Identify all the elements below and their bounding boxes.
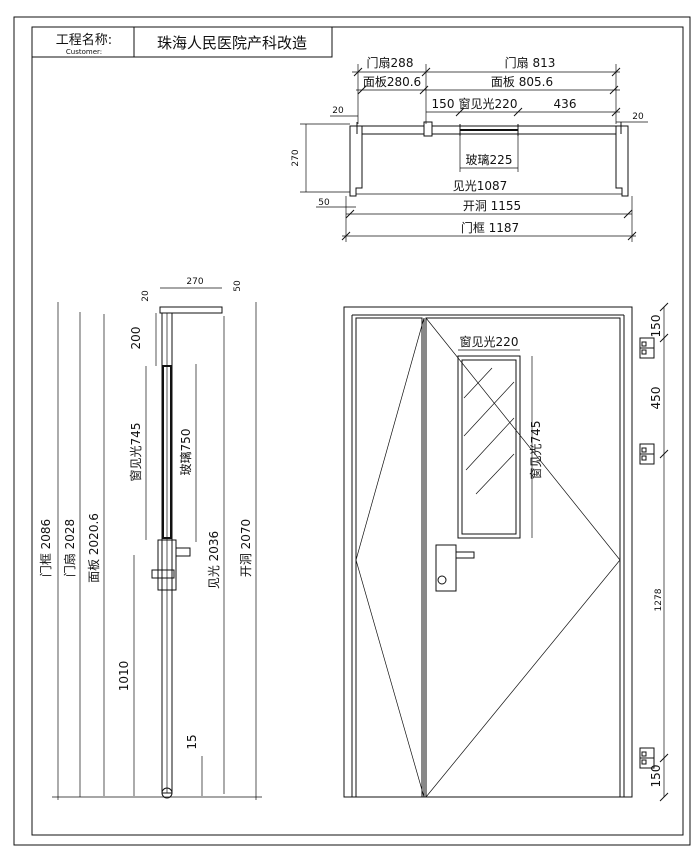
hinge-bottom-icon: [639, 747, 655, 769]
dim-window-opening: 窗见光220: [459, 97, 518, 111]
customer-label: Customer:: [66, 48, 102, 56]
section-dim-50: 50: [233, 280, 243, 292]
glass-hatch-4: [475, 453, 515, 495]
dim-depth-270: 270: [291, 149, 301, 166]
dim-slash-10: [345, 209, 355, 219]
elevation-leaf-large: [425, 317, 621, 798]
section-handle-1010: 1010: [117, 661, 131, 692]
dim-slash-4: [357, 85, 367, 95]
elevation-cylinder: [437, 575, 447, 585]
dim-slash-9: [611, 107, 621, 117]
elevation-window-frame: [457, 355, 521, 539]
section-dim-15: 15: [185, 734, 199, 749]
title-block-frame: [31, 26, 333, 58]
dim-panel-large: 面板 805.6: [491, 75, 553, 89]
dim-leaf-small: 门扇288: [367, 55, 414, 70]
plan-frame-outline: [349, 125, 363, 197]
elevation-window-220: 窗见光220: [460, 335, 519, 349]
section-handle-base: [157, 539, 177, 591]
dim-frame-1187: 门框 1187: [461, 220, 519, 235]
hinge-dim-slash-5: [659, 792, 669, 802]
plan-leaf-small: [361, 125, 425, 135]
dim-slash-7: [455, 107, 465, 117]
section-bottom-seal: [161, 787, 173, 799]
section-depth-270: 270: [186, 277, 203, 287]
dim-slash-3: [611, 67, 621, 77]
dim-20-right: 20: [632, 112, 644, 122]
elevation-leaf-small: [355, 317, 423, 798]
elevation-window-glass: [461, 359, 517, 535]
hinge-dim-450: 450: [649, 387, 663, 410]
hinge-dim-slash-2: [659, 333, 669, 343]
plan-leaf-joint: [423, 121, 433, 137]
glass-hatch-3: [465, 417, 515, 471]
elevation-lock-plate: [435, 544, 457, 592]
hinge-dim-150-bottom: 150: [649, 765, 663, 788]
elevation-swing-small: [355, 317, 425, 798]
dim-slash-8: [513, 107, 523, 117]
dim-slash-11: [623, 209, 633, 219]
elevation-view: 窗见光220 窗见光745: [343, 302, 669, 802]
dim-slash-2: [421, 67, 431, 77]
section-opening-2070: 开洞 2070: [239, 519, 253, 577]
dim-panel-small: 面板280.6: [363, 75, 421, 89]
dim-leaf-large: 门扇 813: [505, 55, 556, 70]
elevation-lever: [455, 551, 475, 559]
section-panel-2020: 面板 2020.6: [87, 513, 101, 583]
section-handle-lever-2: [151, 569, 175, 579]
section-window-745: 窗见光745: [129, 423, 143, 482]
hinge-dim-150-top: 150: [649, 315, 663, 338]
dim-slash-5: [419, 85, 429, 95]
dim-clear-1087: 见光1087: [453, 179, 508, 193]
project-name-label: 工程名称:: [56, 32, 112, 48]
section-dim-200: 200: [129, 327, 143, 350]
dim-slash-13: [627, 231, 637, 241]
inner-border: [31, 26, 684, 836]
title-block: 工程名称: Customer: 珠海人民医院产科改造: [31, 26, 333, 58]
glass-hatch-1: [463, 367, 493, 399]
hinge-dim-1278: 1278: [654, 588, 664, 611]
plan-frame-outline-right: [615, 125, 629, 197]
hinge-dim-slash-4: [659, 753, 669, 763]
hinge-top-icon: [639, 337, 655, 359]
elevation-window-745: 窗见光745: [529, 421, 543, 480]
dim-opening-1155: 开洞 1155: [463, 199, 521, 213]
elevation-frame: [343, 306, 633, 798]
dim-50: 50: [318, 198, 330, 208]
section-leaf-2028: 门扇 2028: [62, 519, 77, 577]
dim-slash-12: [341, 231, 351, 241]
section-frame-2086: 门框 2086: [38, 519, 53, 577]
dim-glass-225: 玻璃225: [466, 153, 513, 167]
section-glass: [162, 365, 172, 539]
hinge-middle-icon: [639, 443, 655, 465]
dim-436: 436: [554, 97, 577, 111]
dim-20-left: 20: [332, 106, 344, 116]
outer-border: [13, 16, 691, 846]
dim-slash-1: [353, 67, 363, 77]
section-top-frame: [159, 306, 223, 314]
glass-hatch-2: [463, 381, 515, 437]
hinge-dim-slash-1: [659, 302, 669, 312]
project-name-value: 珠海人民医院产科改造: [157, 34, 307, 52]
section-clear-2036: 见光 2036: [207, 531, 221, 589]
hinge-dim-slash-3: [659, 449, 669, 459]
section-dim-20: 20: [141, 290, 151, 302]
elevation-swing-large: [425, 317, 621, 798]
dim-slash-6: [609, 85, 619, 95]
dim-150: 150: [432, 97, 455, 111]
section-handle-lever: [175, 547, 191, 557]
section-glass-750: 玻璃750: [179, 429, 193, 476]
section-view: 270 50 20 门框 2086 门扇 2028 面板 2020.6 1010…: [38, 277, 262, 800]
plan-view: 门扇288 门扇 813 面板280.6 面板 805.6 150 窗见光220…: [291, 55, 648, 242]
